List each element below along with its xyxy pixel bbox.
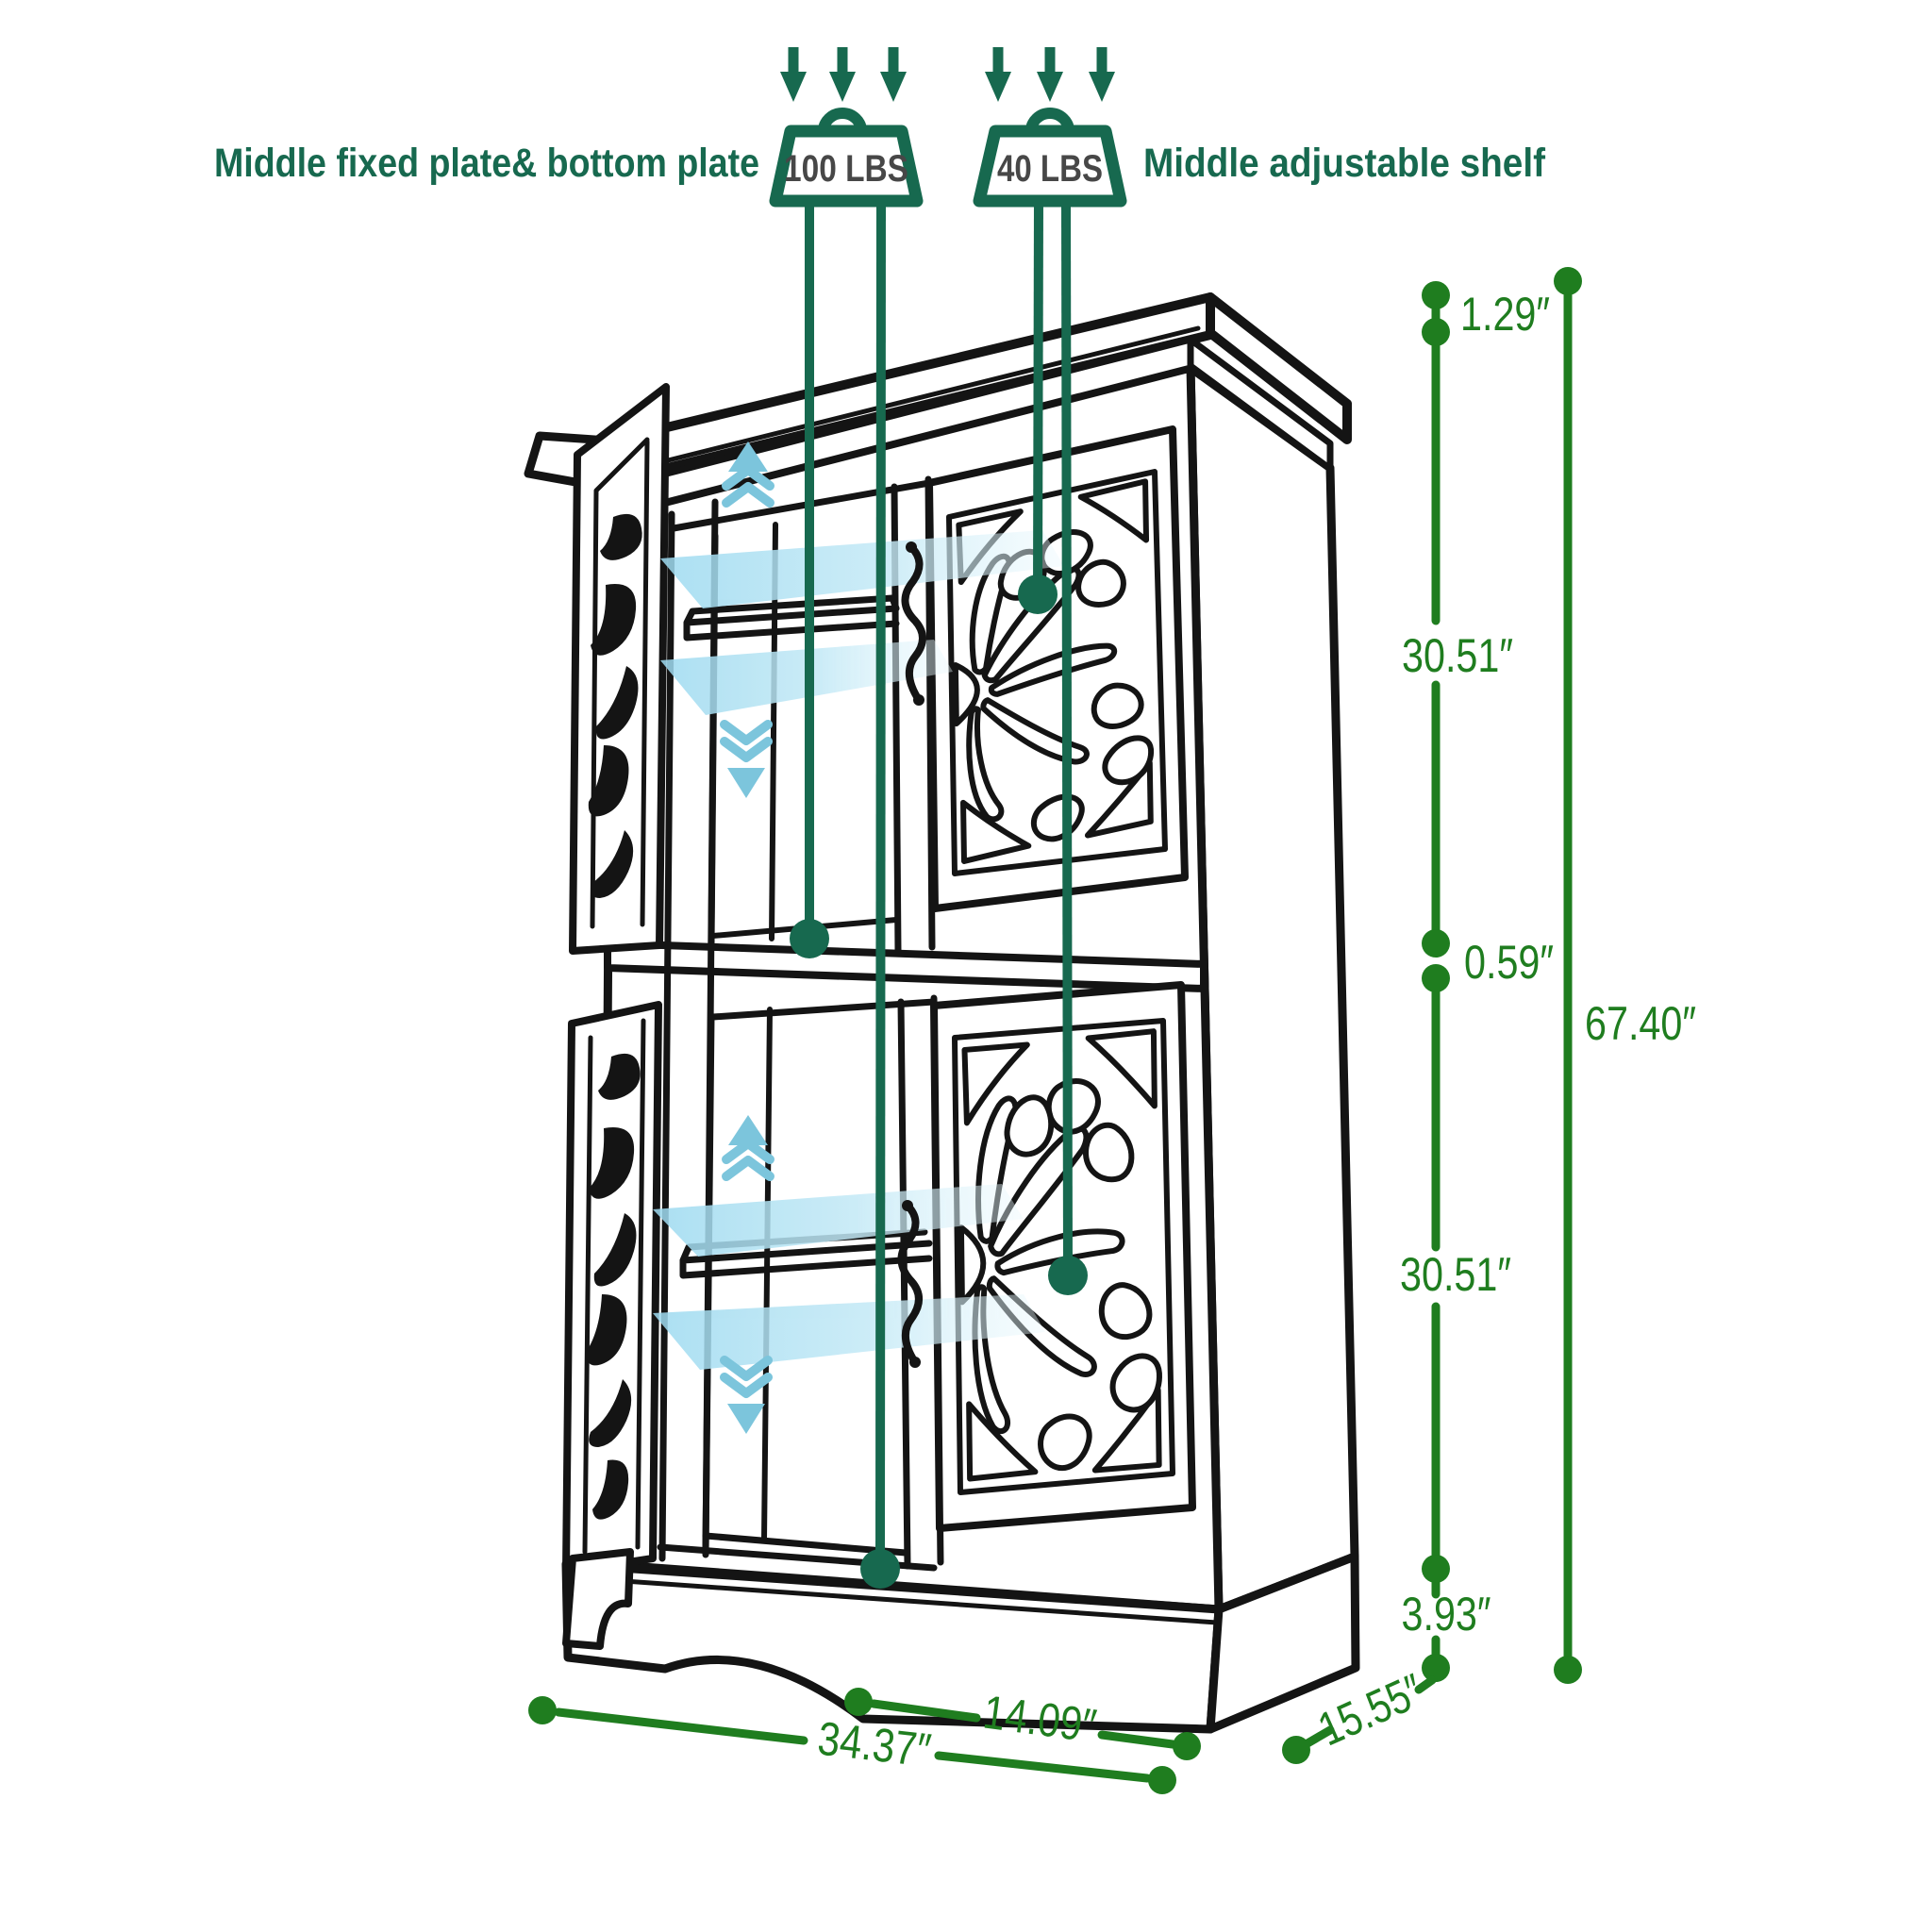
weight-badge-40-label: 40 LBS (997, 148, 1103, 190)
dimension-annotations: 1.29″ 30.51″ 0.59″ 67.40″ 30.51″ 3.93″ 3… (528, 267, 1696, 1794)
dim-label-top-overhang: 1.29″ (1460, 288, 1550, 341)
down-arrow-icon (985, 47, 1011, 102)
caption-adjustable-shelf: Middle adjustable shelf (1143, 141, 1546, 186)
dim-line-depth (1282, 1675, 1437, 1764)
upper-left-open-door (569, 383, 670, 955)
dim-label-overall-width: 34.37″ (815, 1711, 934, 1776)
down-arrow-icon (1089, 47, 1115, 102)
dim-line-sections (1422, 281, 1450, 1682)
down-arrow-icon (880, 47, 907, 102)
cabinet-line-art (524, 292, 1360, 1734)
weight-badge-100-label: 100 LBS (784, 148, 908, 190)
leader-lower-adjustable-shelf (1061, 200, 1073, 1276)
caption-fixed-plates: Middle fixed plate& bottom plate (214, 141, 759, 186)
leader-dot-middle-fixed-plate (790, 919, 829, 958)
down-arrow-icon (829, 47, 856, 102)
lower-door-handle (897, 1200, 923, 1368)
lower-shelf-highlight (653, 1184, 1045, 1370)
lower-left-open-door (562, 1001, 662, 1575)
upper-door-handle (901, 541, 926, 706)
dim-line-total-height (1554, 267, 1582, 1684)
base-plinth (561, 1548, 1360, 1734)
dim-label-lower-section: 30.51″ (1400, 1248, 1511, 1301)
weight-badge-100: 100 LBS (769, 108, 924, 208)
weight-arrows-40 (985, 47, 1115, 102)
leader-upper-adjustable-shelf (1033, 200, 1043, 595)
weight-arrows-100 (780, 47, 907, 102)
load-annotations: 100 LBS 40 LBS Middle fixed plate& botto… (214, 47, 1546, 1589)
middle-fixed-plate-band (604, 940, 1208, 992)
leader-dot-upper-shelf (1018, 575, 1058, 614)
leader-bottom-plate (875, 200, 886, 1570)
down-arrow-icon (1037, 47, 1063, 102)
dim-label-middle-plate: 0.59″ (1464, 936, 1554, 989)
dim-line-inner-width (844, 1688, 1201, 1760)
down-arrow-icon (780, 47, 807, 102)
leader-dot-bottom-plate (860, 1549, 900, 1589)
dim-label-total-height: 67.40″ (1585, 997, 1696, 1050)
dim-label-upper-section: 30.51″ (1402, 629, 1513, 682)
upper-right-door (925, 425, 1189, 912)
leader-dot-lower-shelf (1048, 1256, 1088, 1295)
leader-lines (790, 200, 1088, 1589)
dim-label-base-height: 3.93″ (1402, 1588, 1491, 1641)
dim-line-overall-width (528, 1696, 1176, 1794)
weight-badge-40: 40 LBS (973, 108, 1127, 208)
